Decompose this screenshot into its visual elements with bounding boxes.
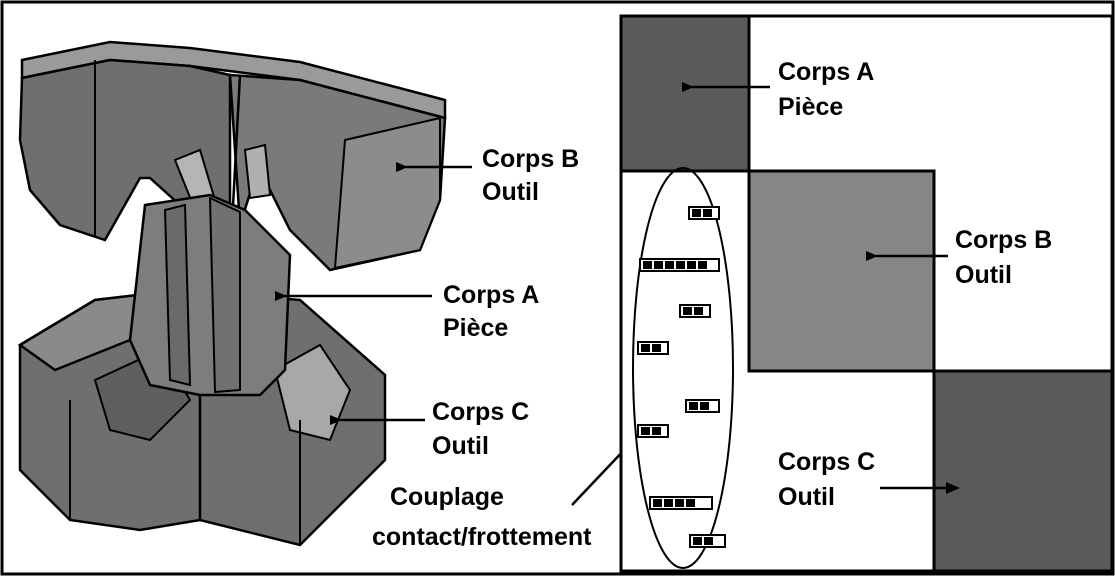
label-corps-a-left-line1: Corps A xyxy=(443,281,539,309)
label-corps-b-left-line2: Outil xyxy=(482,178,539,206)
label-corps-c-right-line1: Corps C xyxy=(778,448,875,476)
label-corps-a-right-line1: Corps A xyxy=(778,58,874,86)
block-corps-b xyxy=(747,169,936,373)
coupling-ellipse xyxy=(632,167,734,569)
coupling-blocks xyxy=(637,206,726,548)
label-corps-c-right-line2: Outil xyxy=(778,483,835,511)
label-corps-a-left-line2: Pièce xyxy=(443,314,508,342)
left-3d-drawing xyxy=(17,40,447,547)
coupling-block xyxy=(679,304,711,318)
coupling-block xyxy=(688,206,720,220)
arrow-corps-c-right-head xyxy=(946,482,960,494)
label-couplage-line2: contact/frottement xyxy=(372,523,592,551)
corps-b-solid xyxy=(18,40,447,272)
corps-a-solid xyxy=(128,193,292,397)
coupling-block xyxy=(639,258,720,272)
block-corps-a xyxy=(619,14,751,173)
block-corps-c xyxy=(932,369,1114,573)
label-corps-b-right-line2: Outil xyxy=(955,261,1012,289)
label-corps-b-right-line1: Corps B xyxy=(955,226,1052,254)
coupling-block xyxy=(685,399,720,413)
arrow-couplage xyxy=(571,436,638,506)
coupling-block xyxy=(689,534,726,548)
coupling-block xyxy=(649,496,713,510)
label-corps-b-left-line1: Corps B xyxy=(482,145,579,173)
label-corps-c-left-line2: Outil xyxy=(432,432,489,460)
label-couplage-line1: Couplage xyxy=(390,483,504,511)
label-corps-c-left-line1: Corps C xyxy=(432,398,529,426)
coupling-block xyxy=(637,341,669,355)
coupling-block xyxy=(637,424,669,438)
label-corps-a-right-line2: Pièce xyxy=(778,93,843,121)
left-labels: Corps B Outil Corps A Pièce Corps C Outi… xyxy=(275,145,638,551)
right-block-matrix: Corps A Pièce Corps B Outil Corps C Outi… xyxy=(619,14,1114,573)
